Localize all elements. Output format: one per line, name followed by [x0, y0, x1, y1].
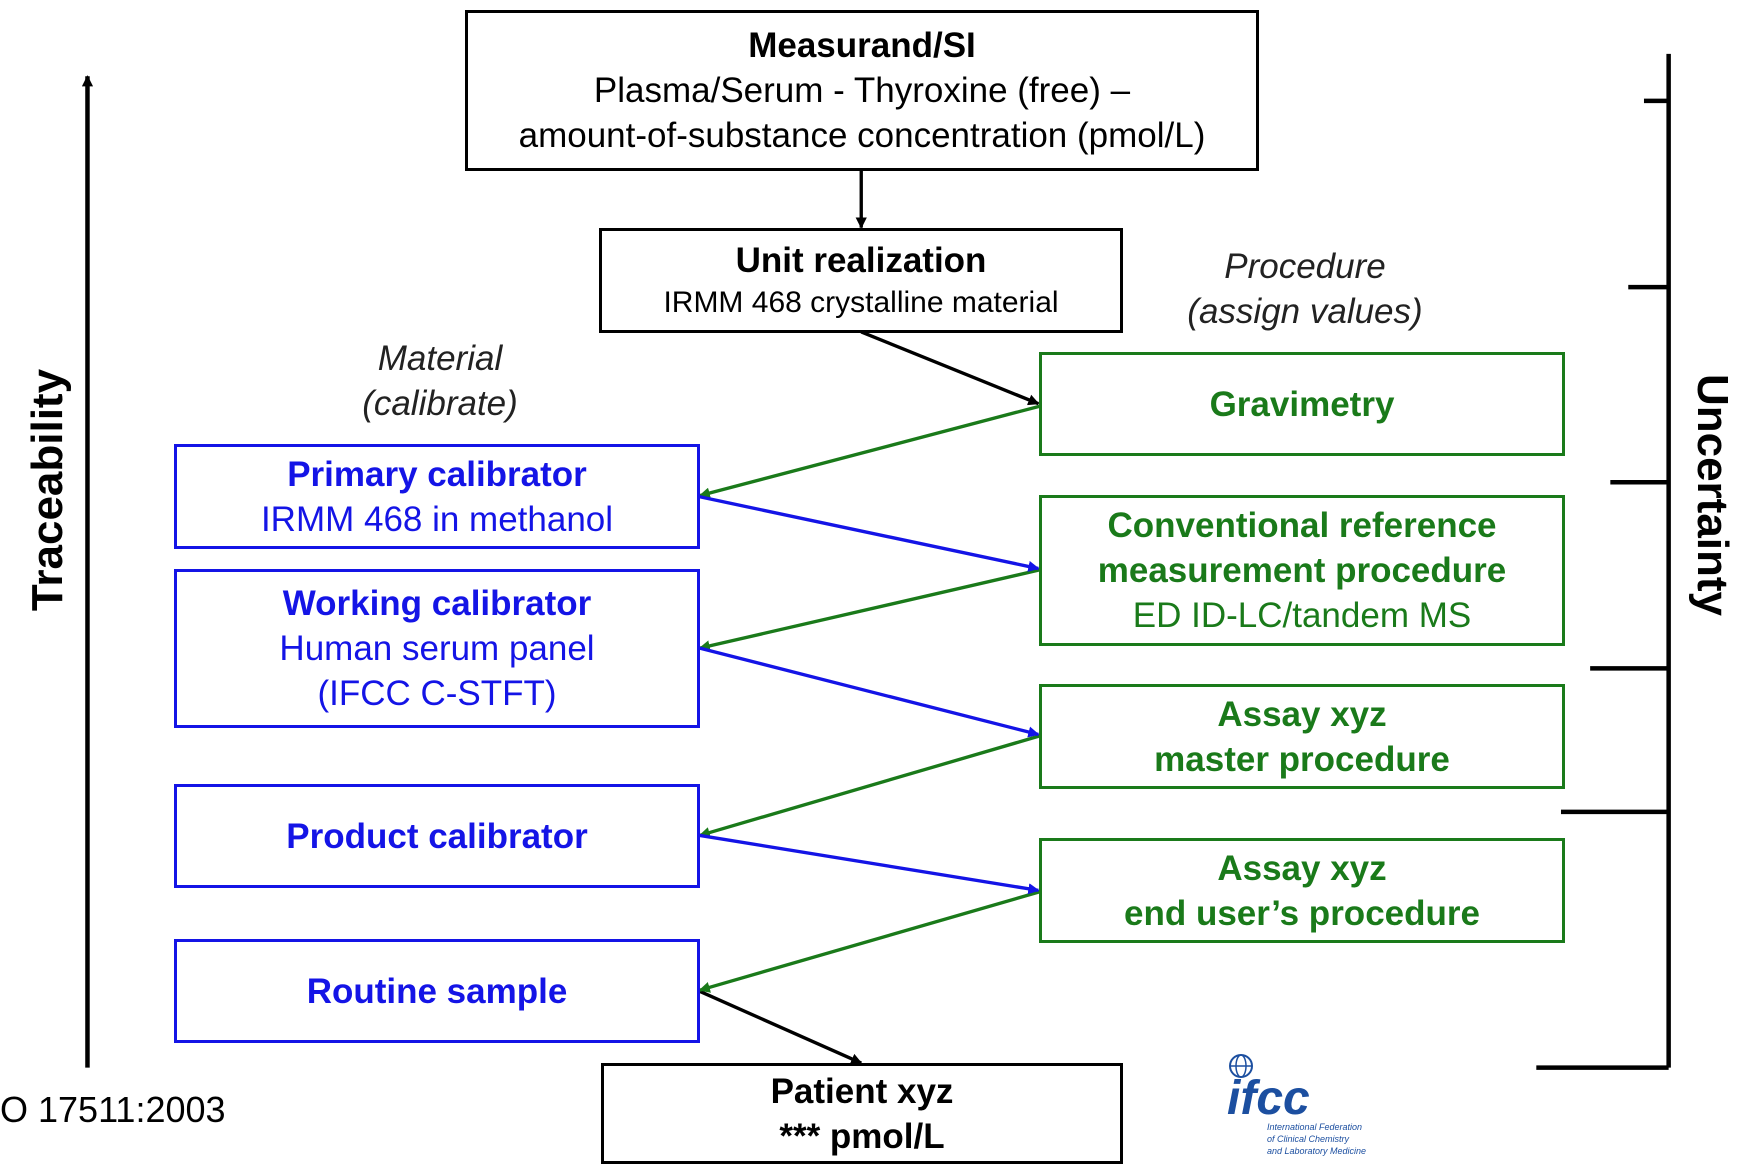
standard-reference: O 17511:2003: [0, 1089, 226, 1130]
arrow-gravimetry-to-primary: [698, 404, 1042, 499]
primary-calibrator-detail: IRMM 468 in methanol: [260, 499, 614, 539]
patient-result: *** pmol/L: [779, 1116, 945, 1156]
measurand-title: Measurand/SI: [748, 26, 976, 65]
gravimetry-box: Gravimetry: [1039, 352, 1565, 456]
product-calibrator-title: Product calibrator: [286, 816, 588, 856]
product-calibrator-box: Product calibrator: [174, 784, 700, 888]
uncertainty-bracket: [1536, 53, 1671, 1070]
traceability-label: Traceability: [23, 368, 72, 612]
measurand-line1: Plasma/Serum - Thyroxine (free) –: [593, 71, 1131, 110]
working-calibrator-detail: Human serum panel: [279, 629, 595, 668]
measurand-line2: amount-of-substance concentration (pmol/…: [518, 116, 1206, 155]
arrow-product-to-enduser: [699, 833, 1040, 895]
svg-text:of Clinical Chemistry: of Clinical Chemistry: [1267, 1134, 1350, 1144]
procedure-heading: Procedure (assign values): [1187, 247, 1423, 331]
conventional-reference-title: Conventional reference: [1107, 506, 1497, 545]
conventional-reference-box: Conventional reference measurement proce…: [1039, 495, 1565, 646]
primary-calibrator-title: Primary calibrator: [287, 454, 587, 494]
svg-text:ifcc: ifcc: [1227, 1072, 1310, 1125]
assay-enduser-title: Assay xyz: [1217, 848, 1387, 888]
routine-sample-title: Routine sample: [306, 971, 568, 1011]
working-calibrator-title: Working calibrator: [282, 584, 592, 623]
routine-sample-box: Routine sample: [174, 939, 700, 1043]
patient-box: Patient xyz *** pmol/L: [601, 1063, 1123, 1164]
assay-master-title2: master procedure: [1154, 739, 1450, 779]
arrow-master-to-product: [698, 734, 1042, 838]
assay-master-box: Assay xyz master procedure: [1039, 684, 1565, 789]
svg-text:and Laboratory Medicine: and Laboratory Medicine: [1267, 1146, 1366, 1156]
working-calibrator-detail2: (IFCC C-STFT): [317, 674, 557, 713]
assay-master-title: Assay xyz: [1217, 694, 1387, 734]
arrow-routine-to-patient: [699, 989, 863, 1065]
unit-realization-box: Unit realization IRMM 468 crystalline ma…: [599, 228, 1123, 333]
arrow-unit-to-gravimetry: [860, 330, 1040, 406]
measurand-box: Measurand/SI Plasma/Serum - Thyroxine (f…: [465, 10, 1259, 171]
conventional-reference-title2: measurement procedure: [1097, 551, 1507, 590]
primary-calibrator-box: Primary calibrator IRMM 468 in methanol: [174, 444, 700, 549]
arrow-enduser-to-routine: [698, 889, 1042, 993]
ifcc-logo: ifcc International Federation of Clinica…: [1225, 1052, 1395, 1162]
material-heading: Material (calibrate): [362, 339, 518, 423]
gravimetry-title: Gravimetry: [1209, 384, 1395, 424]
assay-enduser-box: Assay xyz end user’s procedure: [1039, 838, 1565, 943]
arrow-conventional-to-working: [698, 568, 1042, 652]
patient-title: Patient xyz: [770, 1071, 954, 1111]
assay-enduser-title2: end user’s procedure: [1124, 893, 1480, 933]
arrow-primary-to-conventional: [699, 495, 1040, 572]
working-calibrator-box: Working calibrator Human serum panel (IF…: [174, 569, 700, 728]
unit-realization-title: Unit realization: [735, 241, 987, 280]
svg-text:International Federation: International Federation: [1267, 1122, 1362, 1132]
conventional-reference-method: ED ID-LC/tandem MS: [1132, 596, 1472, 635]
arrow-working-to-master: [699, 646, 1040, 738]
uncertainty-label: Uncertainty: [1688, 373, 1737, 617]
unit-realization-line1: IRMM 468 crystalline material: [663, 286, 1059, 319]
